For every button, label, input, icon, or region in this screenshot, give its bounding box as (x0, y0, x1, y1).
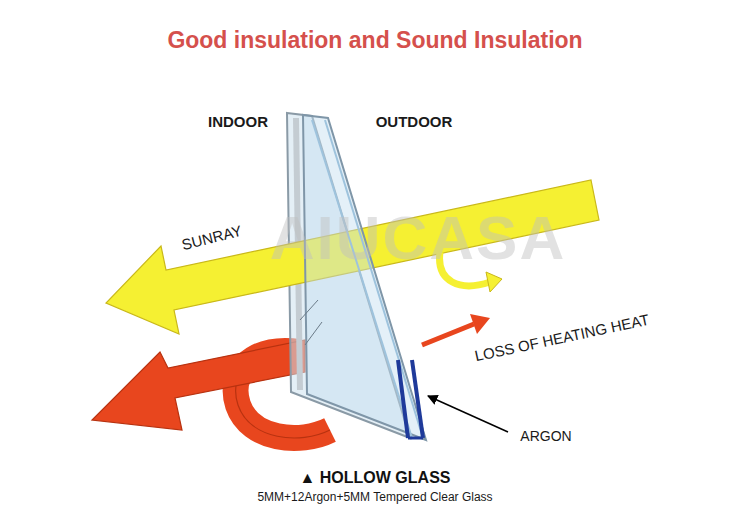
heat-arrow (92, 340, 305, 430)
pane-edge (312, 120, 412, 438)
argon-leader (428, 396, 508, 432)
diagram-title: Good insulation and Sound Insulation (167, 27, 582, 53)
arrow-label: LOSS OF HEATING HEAT (473, 311, 651, 365)
part-label: ARGON (520, 428, 571, 444)
spacer-bar (412, 360, 423, 438)
side-label: INDOOR (208, 113, 268, 130)
watermark: AIUCASA (270, 202, 566, 273)
heat-loss-arrow (422, 324, 474, 345)
side-label: OUTDOOR (376, 113, 453, 130)
arrow-label: SUNRAY (180, 222, 244, 254)
diagram-caption: ▲ HOLLOW GLASS (300, 469, 451, 487)
outdoor-pane (303, 115, 426, 440)
heat-loss-head (470, 314, 490, 334)
spacer-bar (398, 360, 408, 438)
pane-edge (325, 120, 423, 438)
reflection-head (486, 272, 502, 292)
spec-note: 5MM+12Argon+5MM Tempered Clear Glass (257, 491, 492, 505)
glass-glint (300, 300, 322, 345)
spacer-bar (408, 437, 423, 440)
